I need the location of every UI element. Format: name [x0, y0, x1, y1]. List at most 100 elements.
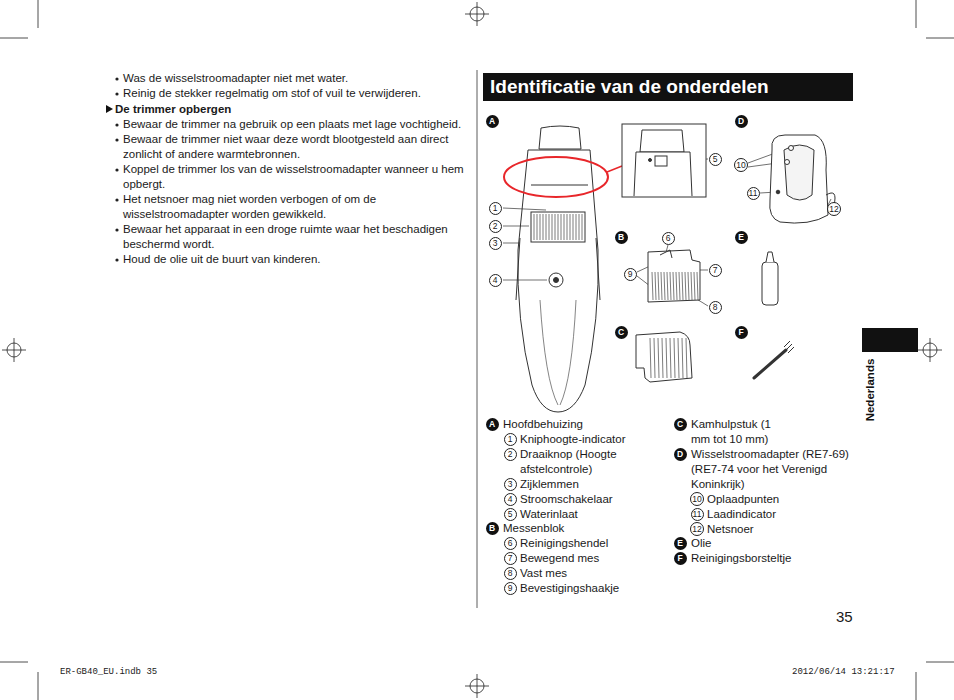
dial-ridges	[582, 214, 583, 240]
callout-text: 8	[508, 569, 513, 578]
trimmer-body	[516, 238, 600, 300]
callout-number: 9	[504, 582, 517, 595]
callout-text: F	[738, 328, 743, 337]
callout-text: 1	[508, 435, 513, 444]
callout-number: 3	[504, 478, 517, 491]
dial-ridges	[564, 214, 565, 240]
part-name: Bevestigingshaakje	[520, 581, 619, 596]
callout-number: 3	[489, 237, 502, 250]
callout-number: 11	[691, 508, 704, 521]
blade-teeth	[691, 272, 692, 300]
callout-number: 8	[709, 301, 722, 314]
callout-number: 11	[747, 187, 760, 200]
callout-text: 5	[713, 155, 718, 164]
comb-teeth	[686, 338, 687, 378]
callout-letter: B	[486, 522, 499, 535]
leader-line	[503, 243, 520, 244]
callout-number: 6	[504, 537, 517, 550]
blade-block	[648, 250, 700, 302]
trimmer-body	[554, 278, 559, 283]
adapter-stand	[770, 135, 835, 223]
column-divider	[477, 70, 478, 608]
blade-teeth	[670, 272, 671, 300]
blade-teeth	[664, 272, 665, 300]
blade-block	[660, 250, 672, 258]
dial-ridges	[570, 214, 571, 240]
dial-ridges	[537, 214, 538, 240]
registration-mark	[465, 674, 489, 698]
trimmer-body	[549, 273, 563, 287]
leader-line	[503, 280, 547, 281]
part-name: Hoofdbehuizing	[503, 417, 583, 432]
callout-text: 9	[508, 584, 513, 593]
dial-ridges	[552, 214, 553, 240]
callout-number: 9	[624, 268, 637, 281]
dial-ridges	[546, 214, 547, 240]
dial-ridges	[561, 214, 562, 240]
bullet	[115, 258, 118, 261]
comb-teeth	[670, 338, 671, 378]
callout-text: F	[677, 554, 682, 563]
cleaning-brush	[784, 341, 794, 353]
inset-detail	[649, 159, 652, 162]
note-text: Houd de olie uit de buurt van kinderen.	[123, 252, 468, 267]
cleaning-brush	[754, 350, 786, 378]
highlight-ellipse	[504, 157, 608, 197]
callout-number: 8	[504, 567, 517, 580]
bullet	[115, 228, 118, 231]
dial-ridges	[534, 214, 582, 240]
part-name: Olie	[691, 536, 711, 551]
oil-bottle	[762, 262, 778, 305]
callout-number: 7	[709, 264, 722, 277]
note-text: Bewaar het apparaat in een droge ruimte …	[123, 222, 468, 252]
callout-letter: E	[674, 537, 687, 550]
trimmer-body	[518, 150, 598, 412]
bullet	[115, 77, 118, 80]
trimmer-body	[531, 212, 585, 242]
blade-teeth	[682, 272, 683, 300]
callout-text: 7	[713, 266, 718, 275]
dial-ridges	[543, 214, 544, 240]
callout-text: 2	[493, 222, 498, 231]
blade-teeth	[697, 272, 698, 300]
part-name: Netsnoer	[707, 522, 754, 537]
inset-detail	[634, 152, 692, 196]
callout-text: D	[738, 117, 744, 126]
callout-text: 6	[666, 234, 671, 243]
title-band	[483, 73, 853, 101]
callout-number: 10	[734, 158, 748, 172]
dial-ridges	[579, 214, 580, 240]
bullet	[115, 198, 118, 201]
comb-teeth	[678, 338, 679, 378]
callout-text: 3	[508, 480, 513, 489]
part-name: Laadindicator	[707, 507, 776, 522]
callout-number: 7	[504, 552, 517, 565]
callout-text: C	[618, 328, 624, 337]
note-text: Bewaar de trimmer niet waar deze wordt b…	[123, 132, 468, 162]
part-name: Zijklemmen	[520, 477, 579, 492]
part-name: Kniphoogte-indicator	[520, 432, 626, 447]
callout-text: 11	[693, 510, 702, 519]
dial-ridges	[558, 214, 559, 240]
callout-text: D	[677, 450, 683, 459]
callout-text: 4	[493, 276, 498, 285]
blade-teeth	[673, 272, 674, 300]
comb-teeth	[650, 338, 651, 378]
registration-mark	[918, 338, 942, 362]
part-name: Kamhulpstuk (1 mm tot 10 mm)	[691, 417, 783, 447]
callout-letter: F	[735, 326, 748, 339]
part-name: Waterinlaat	[520, 507, 578, 522]
callout-letter: A	[486, 418, 499, 431]
callout-letter: E	[735, 231, 748, 244]
heading-arrow	[106, 105, 113, 113]
inset-detail	[622, 124, 706, 197]
leader-line	[503, 208, 546, 210]
callout-letter: D	[674, 448, 687, 461]
bullet	[115, 92, 118, 95]
comb-teeth	[662, 338, 663, 378]
callout-text: 4	[508, 495, 513, 504]
callout-text: 12	[829, 205, 838, 214]
blade-teeth	[652, 272, 698, 300]
registration-mark	[2, 2, 942, 698]
note-text: Koppel de trimmer los van de wisselstroo…	[123, 162, 468, 192]
